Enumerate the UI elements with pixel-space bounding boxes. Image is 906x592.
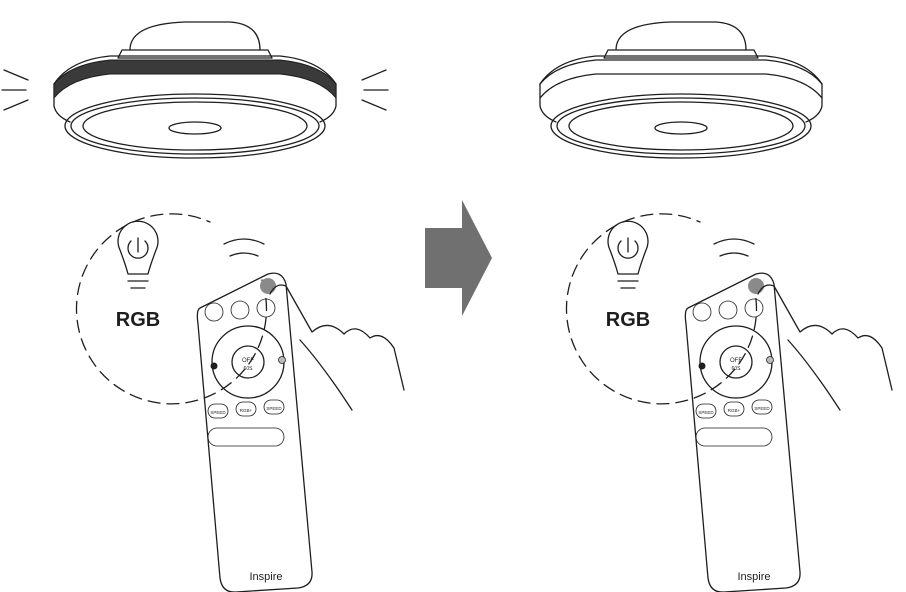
bulb-power-icon: [118, 221, 158, 288]
svg-text:SPEED: SPEED: [698, 410, 714, 415]
glow-lines-left: [2, 70, 28, 110]
svg-text:60S: 60S: [244, 366, 254, 372]
fan-after: [540, 22, 822, 158]
svg-text:RGB+: RGB+: [240, 408, 253, 413]
rgb-label: RGB: [116, 309, 160, 331]
brand-label: Inspire: [737, 571, 770, 583]
light-band-lit: [54, 60, 336, 98]
remote-after: OFF 60S SPEED RGB+ SPEED Inspire: [685, 273, 800, 592]
rgb-label: RGB: [606, 309, 650, 331]
svg-text:OFF: OFF: [242, 358, 254, 364]
svg-text:60S: 60S: [732, 366, 742, 372]
rgb-button-pressed: [748, 278, 764, 294]
glow-lines-right: [362, 70, 388, 110]
brand-label: Inspire: [249, 571, 282, 583]
svg-text:SPEED: SPEED: [266, 406, 282, 411]
remote-before: OFF 60S SPEED RGB+ SPEED Inspire: [197, 273, 312, 592]
svg-text:RGB+: RGB+: [728, 408, 741, 413]
hand-before: [270, 285, 404, 410]
rgb-button-pressed: [260, 278, 276, 294]
hand-after: [758, 285, 892, 410]
panel-before: RGB: [76, 214, 266, 404]
arrow-right-icon: [425, 200, 492, 316]
svg-text:SPEED: SPEED: [210, 410, 226, 415]
svg-text:SPEED: SPEED: [754, 406, 770, 411]
svg-text:OFF: OFF: [730, 358, 742, 364]
fan-before: [2, 22, 388, 158]
bulb-power-icon: [608, 221, 648, 288]
